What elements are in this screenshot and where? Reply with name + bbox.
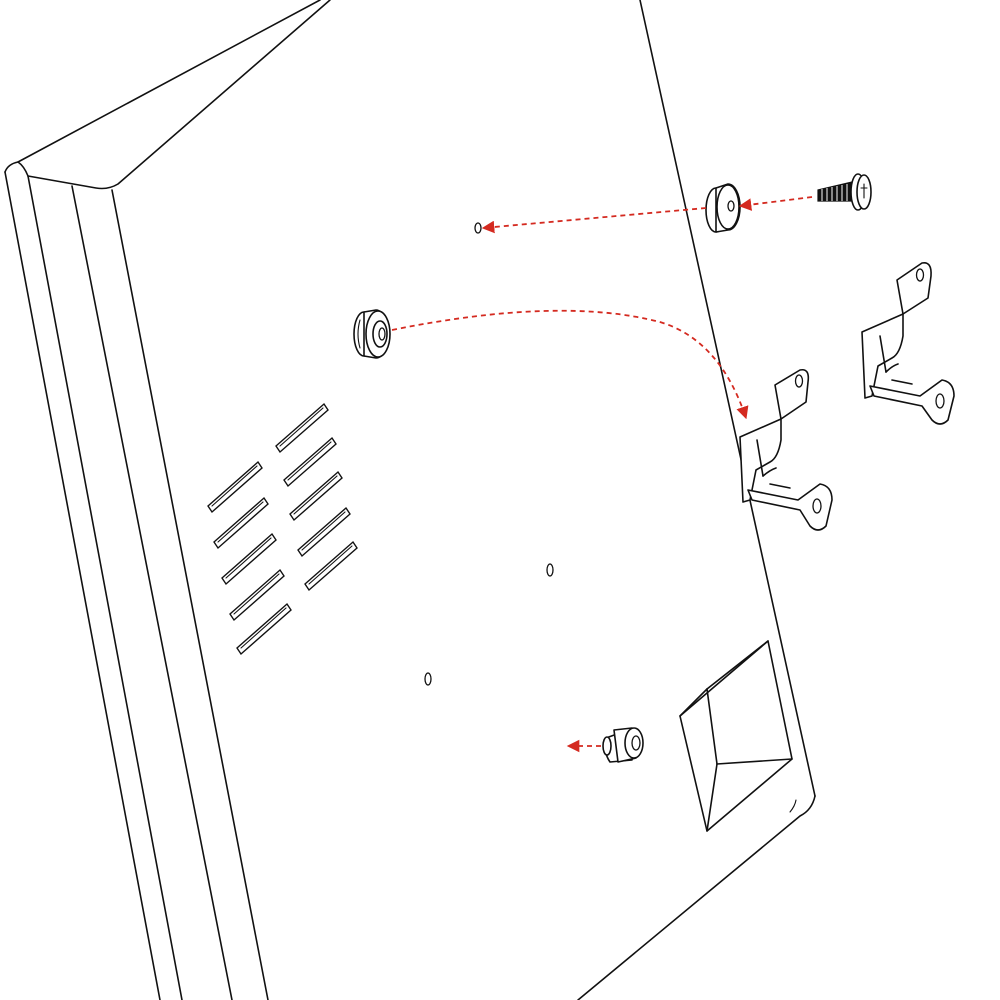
mounting-hole-top: [474, 222, 482, 234]
recessed-pocket: [679, 640, 793, 832]
mounting-hole-lower: [424, 672, 432, 686]
vent-slot: [236, 602, 292, 656]
rubber-grommet: [353, 309, 391, 359]
bracket-clip-back: [861, 261, 955, 425]
vent-slot: [289, 470, 343, 522]
vent-slot: [297, 506, 351, 558]
vent-slot: [304, 540, 358, 592]
vent-slots: [207, 402, 358, 656]
vent-slot: [275, 402, 329, 454]
vent-slot: [207, 460, 263, 514]
vent-slot: [221, 532, 277, 586]
washer-spacer: [705, 183, 741, 233]
screw: [817, 173, 872, 211]
vent-slot: [283, 436, 337, 488]
arrow-grommet-to-bracket: [391, 309, 749, 420]
bracket-clip-front: [739, 368, 833, 531]
panel: [4, 0, 816, 1000]
arrow-screw-to-washer: [738, 196, 813, 211]
vent-slot: [213, 496, 269, 550]
bushing: [602, 727, 644, 763]
mounting-holes: [424, 222, 554, 686]
arrow-washer-to-hole: [481, 207, 707, 234]
mounting-hole-middle: [546, 563, 554, 577]
assembly-arrows: [391, 196, 813, 753]
vent-slot: [229, 568, 285, 622]
